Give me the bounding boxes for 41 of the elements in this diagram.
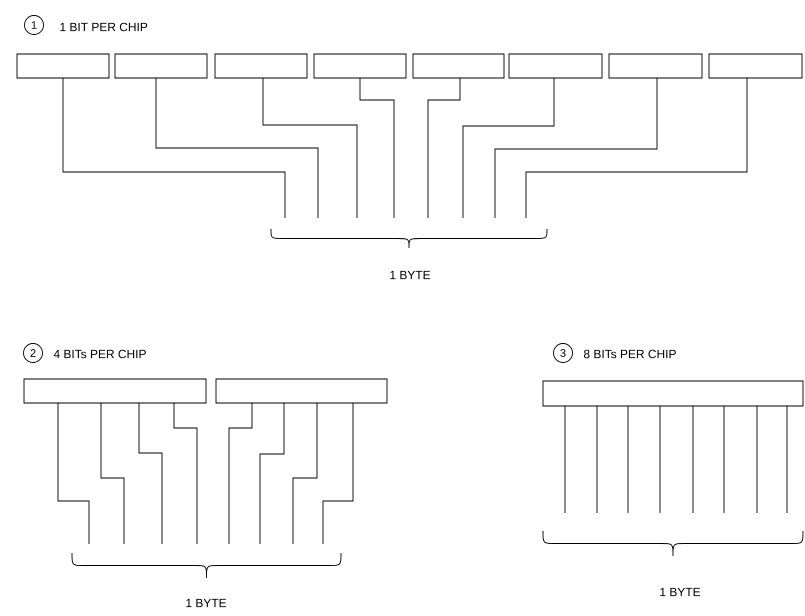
bit-line bbox=[292, 403, 318, 544]
bit-line bbox=[174, 403, 198, 544]
panel-heading: 8 BITs PER CHIP bbox=[584, 350, 676, 358]
callout-number: 3 bbox=[553, 343, 573, 363]
bit-line bbox=[62, 78, 286, 218]
bit-line bbox=[564, 406, 566, 514]
chip-box bbox=[708, 54, 802, 78]
byte-label: 1 BYTE bbox=[390, 270, 430, 280]
bit-line bbox=[58, 403, 90, 544]
bit-line bbox=[596, 406, 598, 514]
callout-number: 2 bbox=[23, 343, 43, 363]
bit-line bbox=[494, 78, 658, 218]
chip-box bbox=[114, 54, 208, 78]
chip-box bbox=[24, 378, 206, 404]
bit-line bbox=[260, 403, 284, 544]
byte-label: 1 BYTE bbox=[660, 588, 700, 596]
callout-number: 1 bbox=[24, 15, 44, 35]
chip-box bbox=[16, 54, 110, 78]
bit-line bbox=[228, 403, 252, 544]
chip-box bbox=[214, 54, 308, 78]
bit-line bbox=[786, 406, 788, 514]
chip-box bbox=[542, 380, 804, 406]
bit-line bbox=[262, 78, 358, 218]
bit-line bbox=[322, 403, 354, 544]
bit-line bbox=[360, 78, 394, 218]
bit-line bbox=[156, 78, 318, 218]
bit-line bbox=[756, 406, 758, 514]
bit-line bbox=[100, 403, 124, 544]
bit-line bbox=[428, 78, 460, 218]
bit-line bbox=[692, 406, 694, 514]
panel-heading: 4 BITs PER CHIP bbox=[54, 350, 146, 358]
chip-box bbox=[412, 54, 504, 78]
chip-box bbox=[216, 378, 388, 404]
chip-box bbox=[608, 54, 702, 78]
chip-box bbox=[314, 54, 406, 78]
byte-label: 1 BYTE bbox=[186, 598, 226, 608]
chip-box bbox=[508, 54, 602, 78]
panel-heading: 1 BIT PER CHIP bbox=[60, 22, 148, 32]
bit-line bbox=[526, 78, 748, 218]
bit-line bbox=[138, 403, 162, 544]
bit-line bbox=[462, 78, 554, 218]
